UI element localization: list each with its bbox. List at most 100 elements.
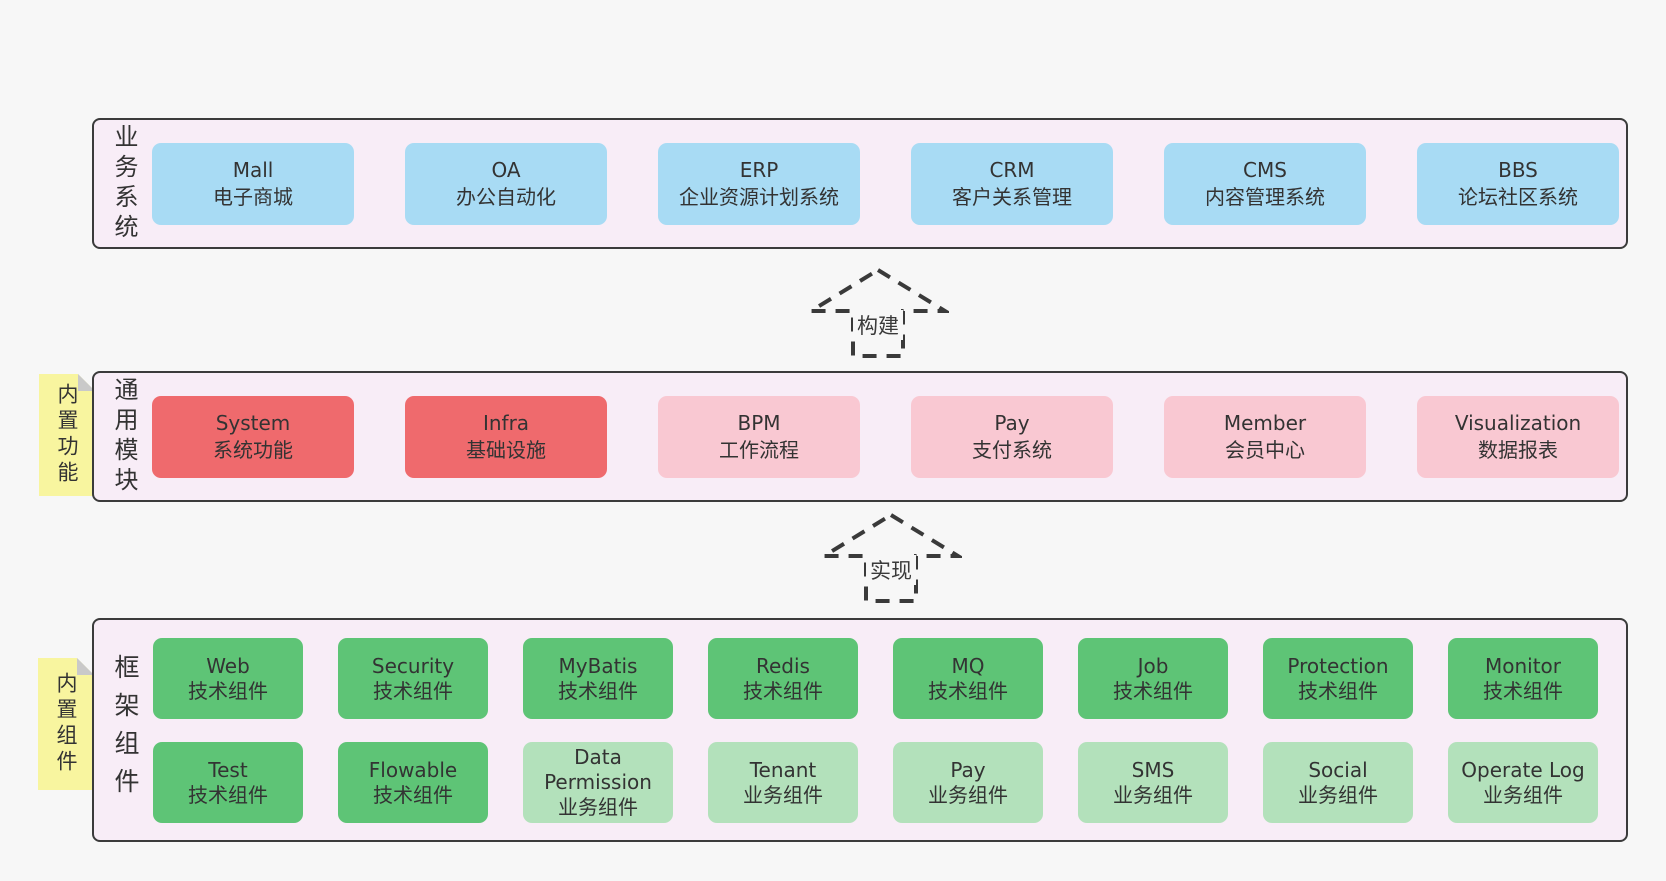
box-title: System — [215, 411, 291, 435]
box-title: Pay — [994, 411, 1030, 435]
box-bpm: BPM 工作流程 — [658, 396, 860, 478]
build-arrow: 构建 — [807, 266, 949, 360]
box-erp: ERP 企业资源计划系统 — [658, 143, 860, 225]
box-subtitle: 技术组件 — [1113, 678, 1193, 703]
common-modules-row: System 系统功能 Infra 基础设施 BPM 工作流程 Pay 支付系统… — [152, 396, 1619, 478]
box-pay-system: Pay 支付系统 — [911, 396, 1113, 478]
box-subtitle: 技术组件 — [373, 678, 453, 703]
sticky-note-builtin-components: 内置组件 — [38, 658, 94, 790]
box-title: BPM — [737, 411, 781, 435]
box-subtitle: 业务组件 — [1483, 782, 1563, 807]
box-data-permission: Data Permission 业务组件 — [523, 742, 673, 823]
box-tenant: Tenant 业务组件 — [708, 742, 858, 823]
box-security: Security 技术组件 — [338, 638, 488, 719]
box-title: Security — [371, 653, 455, 678]
box-mall: Mall 电子商城 — [152, 143, 354, 225]
build-arrow-label: 构建 — [853, 310, 903, 340]
box-subtitle: 系统功能 — [213, 438, 293, 462]
box-title: Flowable — [368, 757, 458, 782]
box-title: Social — [1308, 757, 1368, 782]
box-title: OA — [491, 158, 521, 182]
box-subtitle: 工作流程 — [719, 438, 799, 462]
box-system: System 系统功能 — [152, 396, 354, 478]
box-cms: CMS 内容管理系统 — [1164, 143, 1366, 225]
box-test: Test 技术组件 — [153, 742, 303, 823]
box-operate-log: Operate Log 业务组件 — [1448, 742, 1598, 823]
box-title: Redis — [756, 653, 810, 678]
box-subtitle: 业务组件 — [558, 795, 638, 819]
box-subtitle: 技术组件 — [373, 782, 453, 807]
box-subtitle: 业务组件 — [1113, 782, 1193, 807]
box-title: Test — [208, 757, 248, 782]
framework-components-grid: Web 技术组件 Security 技术组件 MyBatis 技术组件 Redi… — [153, 638, 1598, 823]
up-arrow-icon — [807, 267, 949, 358]
box-title: ERP — [739, 158, 779, 182]
box-title: Member — [1223, 411, 1307, 435]
band-label-business-systems: 业务系统 — [110, 123, 138, 244]
box-title: Visualization — [1454, 411, 1582, 435]
box-visualization: Visualization 数据报表 — [1417, 396, 1619, 478]
component-row: Test 技术组件 Flowable 技术组件 Data Permission … — [153, 742, 1598, 823]
box-subtitle: 办公自动化 — [456, 185, 556, 209]
box-title: Infra — [482, 411, 530, 435]
band-framework-components: 框架组件 Web 技术组件 Security 技术组件 MyBatis 技术组件… — [92, 618, 1628, 842]
box-member: Member 会员中心 — [1164, 396, 1366, 478]
box-bbs: BBS 论坛社区系统 — [1417, 143, 1619, 225]
box-title: Mall — [232, 158, 274, 182]
box-title: Operate Log — [1461, 757, 1585, 782]
box-title: SMS — [1131, 757, 1175, 782]
box-title: Web — [206, 653, 250, 678]
box-subtitle: 技术组件 — [1483, 678, 1563, 703]
component-row: Web 技术组件 Security 技术组件 MyBatis 技术组件 Redi… — [153, 638, 1598, 719]
box-title: BBS — [1498, 158, 1538, 182]
box-mybatis: MyBatis 技术组件 — [523, 638, 673, 719]
band-common-modules: 通用模块 System 系统功能 Infra 基础设施 BPM 工作流程 Pay… — [92, 371, 1628, 502]
box-title: Pay — [950, 757, 986, 782]
box-subtitle: 业务组件 — [928, 782, 1008, 807]
box-mq: MQ 技术组件 — [893, 638, 1043, 719]
box-subtitle: 基础设施 — [466, 438, 546, 462]
box-title: Data Permission — [544, 745, 652, 794]
box-subtitle: 业务组件 — [743, 782, 823, 807]
box-monitor: Monitor 技术组件 — [1448, 638, 1598, 719]
box-protection: Protection 技术组件 — [1263, 638, 1413, 719]
box-title: CMS — [1243, 158, 1287, 182]
box-crm: CRM 客户关系管理 — [911, 143, 1113, 225]
box-flowable: Flowable 技术组件 — [338, 742, 488, 823]
box-subtitle: 企业资源计划系统 — [679, 185, 839, 209]
band-label-framework-components: 框架组件 — [111, 654, 140, 806]
box-oa: OA 办公自动化 — [405, 143, 607, 225]
box-title: Job — [1137, 653, 1169, 678]
box-subtitle: 数据报表 — [1478, 438, 1558, 462]
box-subtitle: 技术组件 — [743, 678, 823, 703]
box-subtitle: 技术组件 — [1298, 678, 1378, 703]
box-title: Tenant — [749, 757, 817, 782]
up-arrow-icon — [820, 512, 962, 603]
box-subtitle: 内容管理系统 — [1205, 185, 1325, 209]
box-subtitle: 支付系统 — [972, 438, 1052, 462]
box-title: Monitor — [1484, 653, 1562, 678]
band-label-common-modules: 通用模块 — [110, 376, 138, 497]
implement-arrow-label: 实现 — [866, 555, 916, 585]
box-social: Social 业务组件 — [1263, 742, 1413, 823]
band-business-systems: 业务系统 Mall 电子商城 OA 办公自动化 ERP 企业资源计划系统 CRM… — [92, 118, 1628, 249]
box-job: Job 技术组件 — [1078, 638, 1228, 719]
box-web: Web 技术组件 — [153, 638, 303, 719]
business-systems-row: Mall 电子商城 OA 办公自动化 ERP 企业资源计划系统 CRM 客户关系… — [152, 143, 1619, 225]
box-subtitle: 技术组件 — [928, 678, 1008, 703]
box-subtitle: 客户关系管理 — [952, 185, 1072, 209]
box-subtitle: 业务组件 — [1298, 782, 1378, 807]
box-subtitle: 技术组件 — [188, 782, 268, 807]
box-title: CRM — [989, 158, 1035, 182]
box-title: MyBatis — [558, 653, 638, 678]
sticky-note-builtin-features: 内置功能 — [39, 374, 95, 496]
sticky-note-label: 内置功能 — [55, 383, 79, 487]
box-subtitle: 论坛社区系统 — [1458, 185, 1578, 209]
box-subtitle: 会员中心 — [1225, 438, 1305, 462]
box-sms: SMS 业务组件 — [1078, 742, 1228, 823]
sticky-note-label: 内置组件 — [54, 672, 78, 776]
box-subtitle: 技术组件 — [188, 678, 268, 703]
box-pay-component: Pay 业务组件 — [893, 742, 1043, 823]
box-title: Protection — [1287, 653, 1389, 678]
box-subtitle: 技术组件 — [558, 678, 638, 703]
